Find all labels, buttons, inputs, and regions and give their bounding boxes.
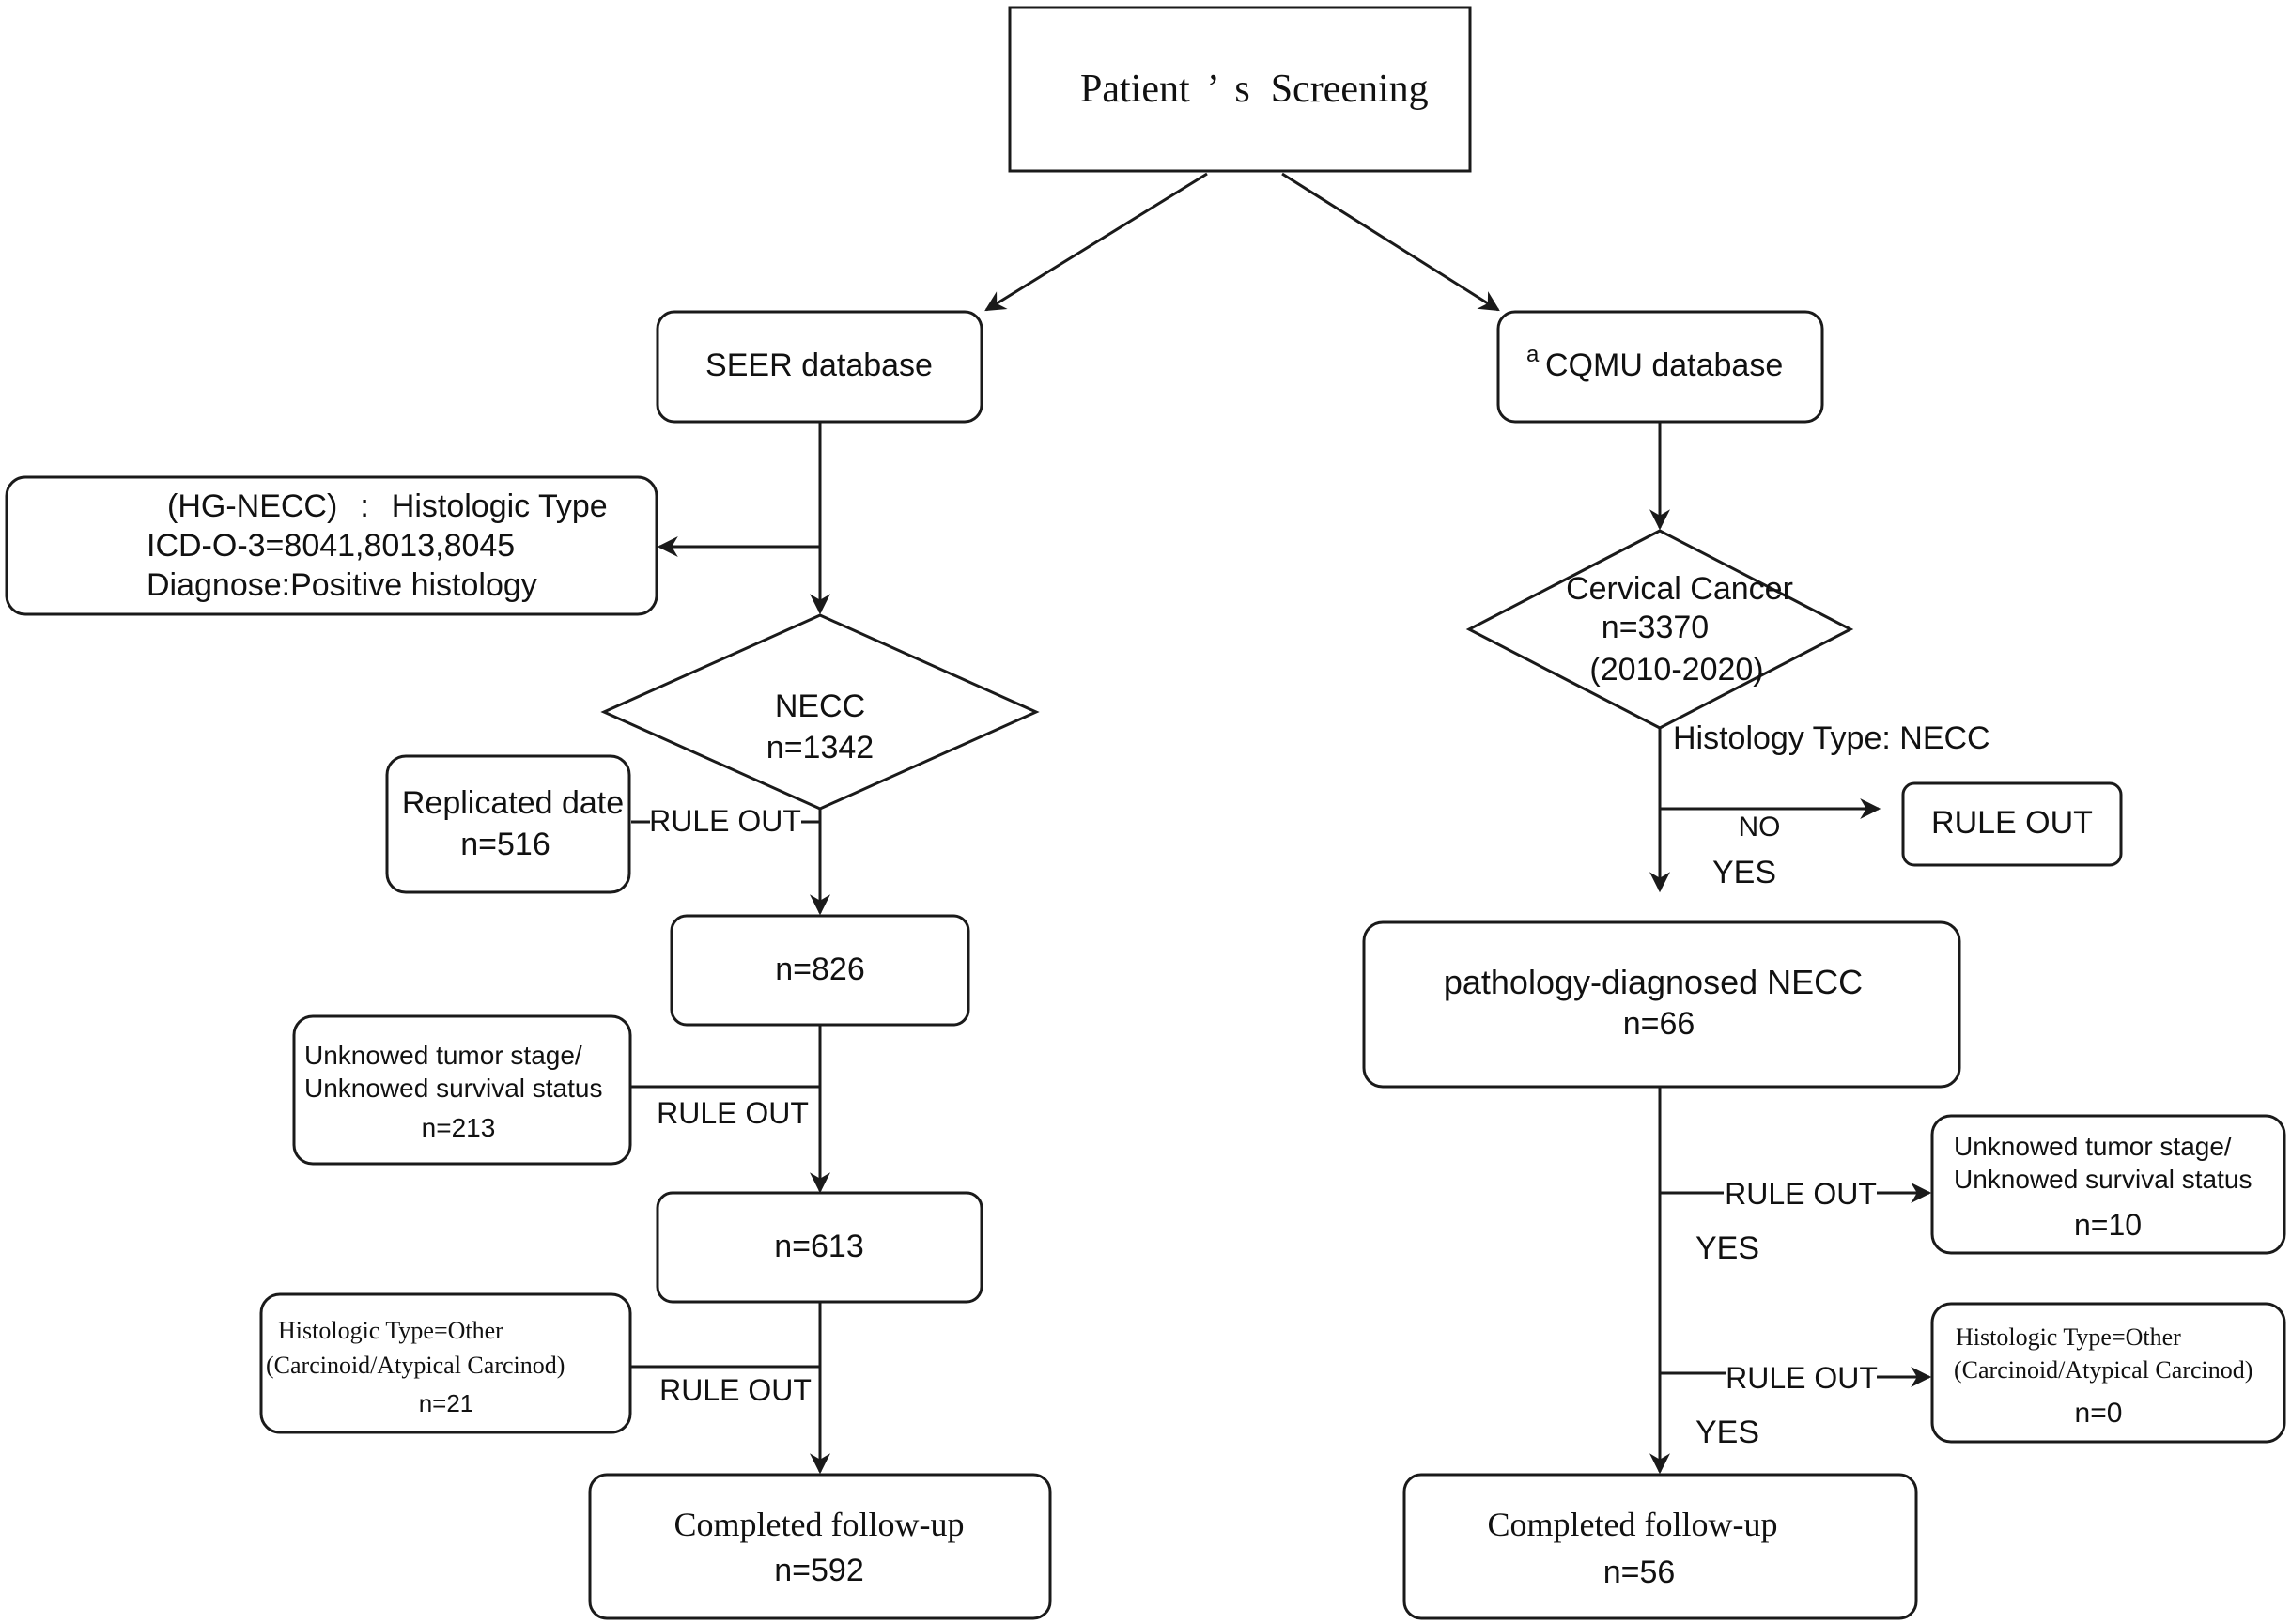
cqmu-superscript: a: [1526, 342, 1540, 367]
histologic-other-right-line1: Histologic Type=Other: [1956, 1323, 2181, 1351]
rule-out-box-label: RULE OUT: [1931, 805, 2093, 841]
rule-out-1-label: RULE OUT: [649, 804, 801, 838]
unknowed-right-n: n=10: [2074, 1208, 2142, 1242]
replicated-date-n: n=516: [460, 827, 550, 862]
rule-out-b-label: RULE OUT: [1726, 1361, 1878, 1395]
n826-box: [670, 914, 970, 1027]
criteria-line3: Diagnose:Positive histology: [147, 567, 537, 603]
unknowed-left-n: n=213: [422, 1113, 496, 1142]
histologic-other-right-line2: (Carcinoid/Atypical Carcinod): [1954, 1356, 2252, 1384]
pathology-necc-n: n=66: [1623, 1006, 1695, 1042]
completed-right-label: Completed follow-up: [1488, 1506, 1778, 1543]
histologic-other-right-n: n=0: [2075, 1398, 2123, 1429]
replicated-date-box: [385, 754, 631, 894]
histologic-other-left-line2: (Carcinoid/Atypical Carcinod): [266, 1352, 565, 1379]
cervical-cancer-diamond: [1465, 529, 1854, 730]
pathology-necc-label: pathology-diagnosed NECC: [1444, 963, 1863, 1001]
rule-out-a-label: RULE OUT: [1725, 1177, 1877, 1211]
necc-n: n=1342: [766, 730, 874, 766]
arrow-title-to-cqmu: [1281, 172, 1500, 312]
no-label: NO: [1739, 812, 1781, 843]
cervical-cancer-n: n=3370: [1602, 610, 1709, 645]
title-box: [1008, 6, 1472, 173]
histologic-other-left-box: [259, 1292, 632, 1434]
rule-out-3-label: RULE OUT: [659, 1373, 812, 1407]
completed-right-n: n=56: [1603, 1554, 1676, 1590]
unknowed-left-box: [292, 1014, 632, 1166]
necc-diamond: [600, 613, 1040, 811]
rule-out-2-label: RULE OUT: [657, 1096, 809, 1130]
seer-database-box: [656, 310, 983, 424]
necc-label: NECC: [775, 688, 865, 724]
seer-database-label: SEER database: [705, 348, 933, 383]
criteria-line1: (HG-NECC):Histologic Type: [167, 488, 608, 524]
unknowed-right-box: [1930, 1114, 2286, 1255]
cqmu-database-label: CQMU database: [1545, 348, 1783, 383]
completed-left-label: Completed follow-up: [674, 1506, 965, 1543]
completed-left-n: n=592: [774, 1553, 864, 1588]
criteria-box: [5, 475, 658, 616]
cqmu-database-box: [1496, 310, 1824, 424]
pathology-necc-box: [1362, 920, 1961, 1089]
unknowed-left-line1: Unknowed tumor stage/: [304, 1041, 582, 1070]
unknowed-right-line2: Unknowed survival status: [1954, 1165, 2252, 1194]
arrow-title-to-seer: [984, 172, 1208, 312]
yes-label-3: YES: [1695, 1415, 1759, 1450]
completed-right-box: [1402, 1473, 1918, 1620]
yes-label-1: YES: [1712, 855, 1776, 890]
histology-type-question: Histology Type: NECC: [1673, 720, 1990, 756]
unknowed-right-line1: Unknowed tumor stage/: [1954, 1132, 2232, 1161]
completed-left-box: [588, 1473, 1052, 1620]
n613-box: [656, 1191, 983, 1304]
yes-label-2: YES: [1695, 1230, 1759, 1266]
histologic-other-right-box: [1930, 1302, 2286, 1444]
cervical-cancer-years: (2010-2020): [1589, 652, 1763, 688]
replicated-date-label: Replicated date: [402, 785, 624, 821]
histologic-other-left-line1: Histologic Type=Other: [278, 1317, 503, 1344]
unknowed-left-line2: Unknowed survival status: [304, 1074, 602, 1103]
n826-label: n=826: [775, 951, 865, 987]
histologic-other-left-n: n=21: [419, 1389, 474, 1417]
n613-label: n=613: [774, 1229, 864, 1264]
cervical-cancer-label: Cervical Cancer: [1566, 571, 1793, 607]
criteria-line2: ICD-O-3=8041,8013,8045: [147, 528, 515, 564]
rule-out-box: [1901, 781, 2123, 867]
